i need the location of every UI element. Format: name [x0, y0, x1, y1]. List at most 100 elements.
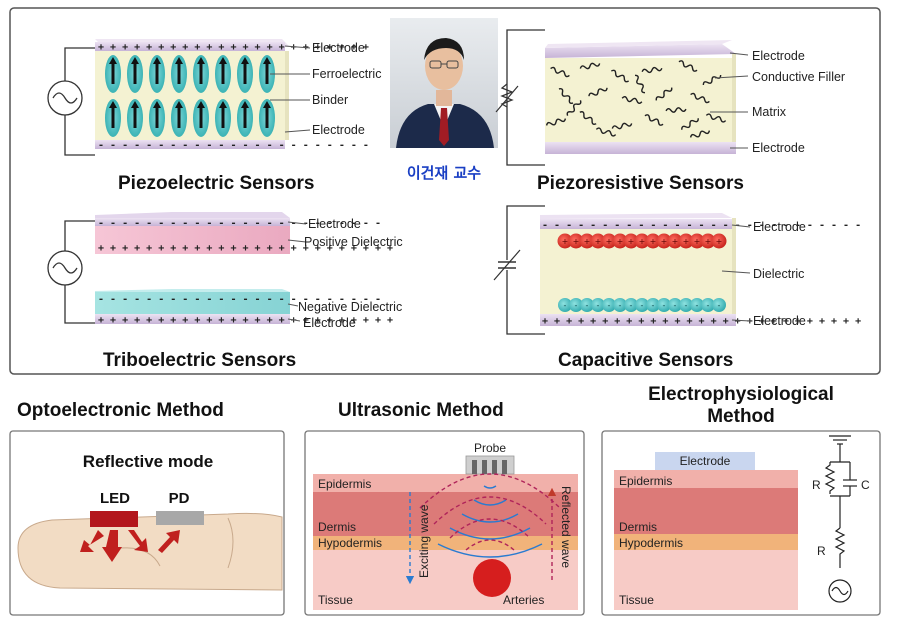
positive-charge-sign: +	[639, 237, 646, 246]
dipole-bar	[133, 62, 137, 84]
piezo-label-electrode-top: Electrode	[312, 41, 365, 55]
pr-matrix	[545, 58, 732, 142]
capacitive-diagram: - - - - - - - - - - - - - - - - - - - - …	[493, 205, 861, 371]
positive-charge-sign: +	[584, 237, 591, 246]
negative-charge-sign: -	[608, 301, 611, 310]
negative-charge	[624, 298, 638, 312]
dipole-arrowhead	[175, 57, 183, 64]
pr-bottom-electrode	[545, 142, 736, 154]
tribo-label-negative: Negative Dielectric	[298, 300, 402, 314]
positive-charge	[579, 233, 595, 249]
conductive-filler	[545, 60, 727, 138]
dipole-bar	[155, 62, 159, 84]
dipole-bar	[111, 106, 115, 128]
dipole-bar	[199, 62, 203, 84]
dipole-arrowhead	[219, 57, 227, 64]
tribo-top-dash: - - - - - - - - - - - - - - - - - - - - …	[98, 218, 381, 229]
professor-name: 이건재 교수	[407, 164, 481, 182]
negative-charge-sign: -	[630, 301, 633, 310]
positive-charge	[634, 233, 650, 249]
dipole-arrowhead	[153, 101, 161, 108]
negative-charge	[690, 298, 704, 312]
positive-charge	[557, 233, 573, 249]
piezoelectric-diagram: + + + + + + + + + + + + + + + + + + + + …	[47, 39, 381, 194]
us-label-tissue: Tissue	[318, 593, 353, 607]
reflected-wave-label: Reflected wave	[559, 486, 573, 568]
filler-fiber	[655, 87, 673, 101]
ep-label-hypodermis: Hypodermis	[619, 536, 683, 550]
dipole-arrowhead	[109, 57, 117, 64]
us-tissue	[313, 550, 578, 610]
dipole-arrowhead	[263, 101, 271, 108]
positive-charge	[700, 233, 716, 249]
electrophysiological-panel: Electrode Epidermis Dermis Hypodermis Ti…	[601, 430, 881, 616]
positive-charge-sign: +	[628, 237, 635, 246]
ep-electrode	[655, 452, 755, 470]
positive-charge	[590, 233, 606, 249]
positive-charge-sign: +	[650, 237, 657, 246]
ultrasonic-panel: Epidermis Dermis Hypodermis Tissue Probe…	[304, 430, 585, 616]
pd-block	[156, 511, 204, 525]
negative-charge	[569, 298, 583, 312]
tribo-label-positive: Positive Dielectric	[304, 235, 403, 249]
filler-fiber	[595, 127, 617, 137]
us-label-hypodermis: Hypodermis	[318, 536, 382, 550]
bottom-electrode	[95, 140, 285, 149]
filler-fiber	[665, 107, 687, 113]
filler-fiber	[621, 96, 643, 104]
ep-label-tissue: Tissue	[619, 593, 654, 607]
exciting-wave-label: Exciting wave	[417, 504, 431, 578]
led-block	[90, 511, 138, 527]
probe-label: Probe	[474, 441, 506, 455]
filler-fiber	[558, 88, 574, 104]
negative-charge-sign: -	[685, 301, 688, 310]
positive-charge-sign: +	[705, 237, 712, 246]
electrophysiological-title-2: Method	[707, 406, 775, 427]
dipole-arrowhead	[197, 57, 205, 64]
ultrasonic-title: Ultrasonic Method	[338, 400, 504, 421]
pr-label-matrix: Matrix	[752, 105, 787, 119]
negative-charge	[701, 298, 715, 312]
positive-charge	[656, 233, 672, 249]
arteries-label: Arteries	[503, 593, 544, 607]
positive-charge	[623, 233, 639, 249]
filler-fiber	[690, 92, 710, 104]
positive-charge-sign: +	[661, 237, 668, 246]
positive-charge	[689, 233, 705, 249]
cap-top-minus: - - - - - - - - - - - - - - - - - - - - …	[542, 220, 861, 231]
us-label-dermis: Dermis	[318, 520, 356, 534]
positive-charges: +++++++++++++++	[557, 233, 727, 249]
negative-charge-sign: -	[586, 301, 589, 310]
optoelectronic-title: Optoelectronic Method	[17, 400, 224, 421]
negative-charge-sign: -	[619, 301, 622, 310]
dipole-arrowhead	[153, 57, 161, 64]
filler-fiber	[641, 66, 663, 74]
positive-charge-sign: +	[573, 237, 580, 246]
negative-charge	[613, 298, 627, 312]
circuit-c-label: C	[861, 478, 870, 492]
piezo-label-binder: Binder	[312, 93, 348, 107]
ep-label-epidermis: Epidermis	[619, 474, 672, 488]
dipole-arrowhead	[131, 57, 139, 64]
ultrasonic-waves	[419, 473, 561, 558]
positive-charge	[667, 233, 683, 249]
negative-charge-sign: -	[707, 301, 710, 310]
filler-fiber	[550, 66, 570, 78]
filler-fiber	[644, 114, 664, 126]
negative-charge	[712, 298, 726, 312]
dipole-arrowhead	[197, 101, 205, 108]
tribo-bottom-plus: + + + + + + + + + + + + + + + + + + + + …	[98, 315, 393, 326]
cap-bottom-plus: + + + + + + + + + + + + + + + + + + + + …	[542, 316, 861, 327]
led-label: LED	[100, 490, 130, 507]
dipole-bar	[243, 62, 247, 84]
reflective-mode-label: Reflective mode	[83, 452, 213, 471]
ep-label-dermis: Dermis	[619, 520, 657, 534]
positive-charge	[678, 233, 694, 249]
filler-fiber	[689, 130, 711, 138]
positive-charge-sign: +	[672, 237, 679, 246]
dipole-bar	[243, 106, 247, 128]
filler-fiber	[579, 111, 597, 125]
tribo-positive-plus: + + + + + + + + + + + + + + + + + + + + …	[98, 243, 393, 254]
negative-charge-sign: -	[674, 301, 677, 310]
positive-charge-sign: +	[606, 237, 613, 246]
